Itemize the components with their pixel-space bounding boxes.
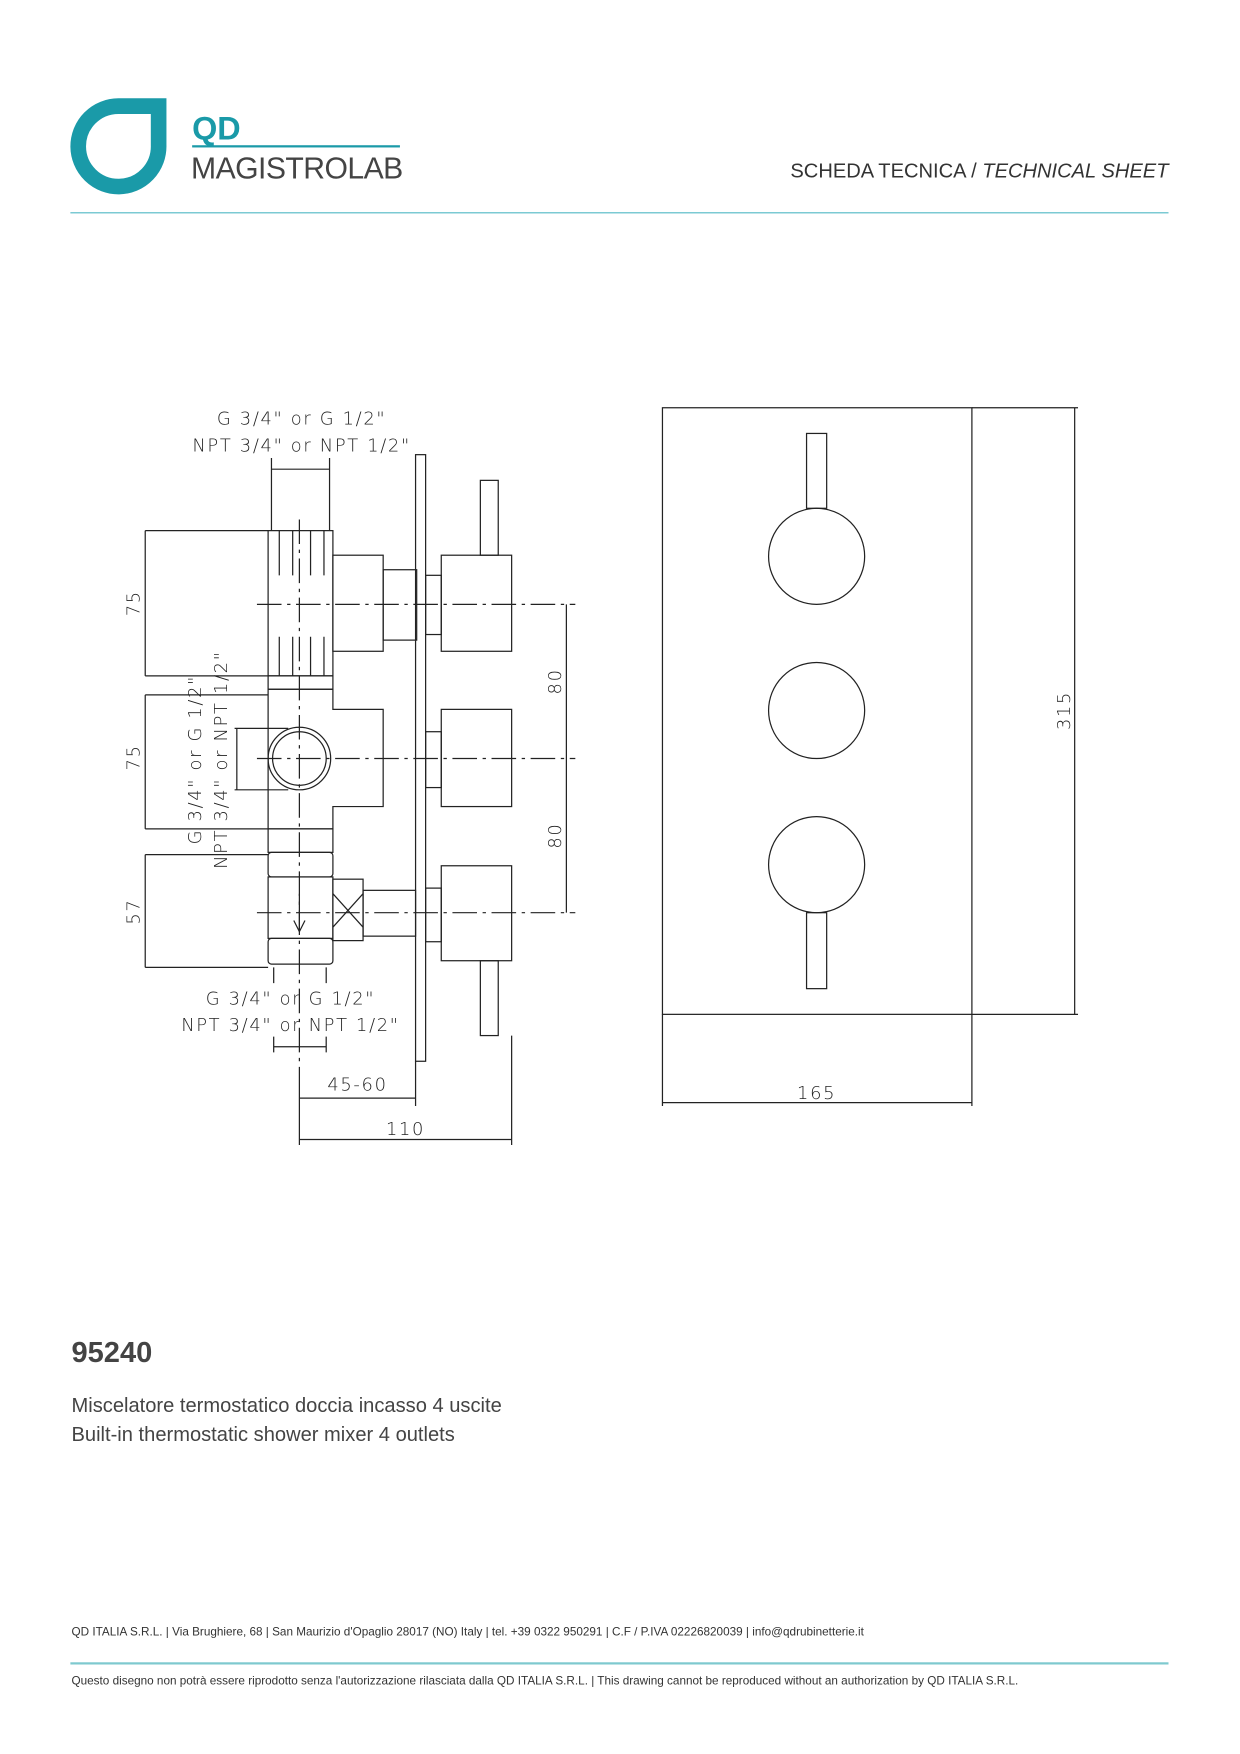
footer-divider: [70, 1662, 1169, 1665]
title-italian: SCHEDA TECNICA: [790, 159, 966, 183]
dim-depth-110: 110: [386, 1119, 425, 1140]
side-connection-g-label: G 3/4" or G 1/2": [185, 675, 206, 844]
dim-axis-80-lower: 80: [545, 823, 566, 849]
title-english: TECHNICAL SHEET: [982, 159, 1169, 183]
top-connection-g-label: G 3/4" or G 1/2": [217, 409, 386, 430]
footer-company-info: QD ITALIA S.R.L. | Via Brughiere, 68 | S…: [71, 1625, 864, 1639]
dim-height-315: 315: [1054, 691, 1075, 730]
dim-upper-75: 75: [124, 590, 145, 616]
footer-copyright: Questo disegno non potrà essere riprodot…: [71, 1674, 1019, 1688]
dim-middle-75: 75: [124, 744, 145, 770]
logo-brand-top: QD: [192, 111, 241, 147]
product-description-english: Built-in thermostatic shower mixer 4 out…: [71, 1423, 455, 1446]
side-view: G 3/4" or G 1/2" NPT 3/4" or NPT 1/2": [124, 409, 576, 1146]
dim-width-165: 165: [797, 1083, 836, 1104]
bottom-connection-g-label: G 3/4" or G 1/2": [206, 988, 375, 1009]
dim-lower-57: 57: [124, 899, 145, 925]
side-connection-npt-label: NPT 3/4" or NPT 1/2": [211, 650, 232, 868]
product-code: 95240: [71, 1334, 153, 1369]
technical-drawing: G 3/4" or G 1/2" NPT 3/4" or NPT 1/2": [124, 407, 1079, 1146]
header-divider: [70, 212, 1169, 214]
drop-logo-icon: [70, 98, 167, 195]
logo-brand-bottom: MAGISTROLAB: [191, 153, 403, 186]
bottom-connection-npt-label: NPT 3/4" or NPT 1/2": [181, 1015, 399, 1036]
top-connection-npt-label: NPT 3/4" or NPT 1/2": [192, 435, 410, 456]
dim-depth-45-60: 45-60: [327, 1074, 387, 1095]
title-separator: /: [971, 159, 977, 183]
front-view: 315 165: [661, 407, 1079, 1106]
dim-axis-80-upper: 80: [545, 668, 566, 694]
sheet-title: SCHEDA TECNICA / TECHNICAL SHEET: [790, 160, 1168, 183]
qd-magistrolab-logo: QD MAGISTROLAB: [70, 98, 403, 195]
product-description-italian: Miscelatore termostatico doccia incasso …: [71, 1394, 502, 1417]
